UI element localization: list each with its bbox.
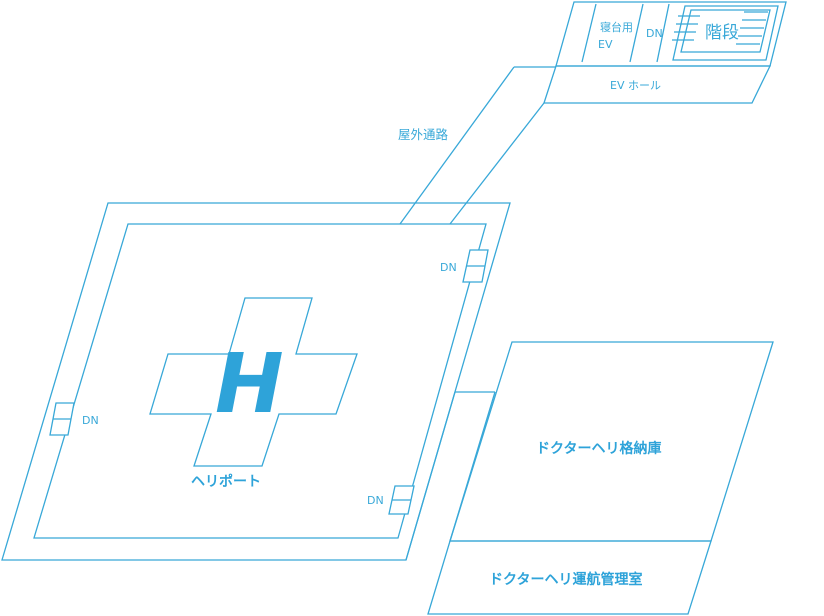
ops-room-label: ドクターヘリ運航管理室: [489, 571, 642, 588]
stair-steps: [672, 11, 768, 45]
ev-hall-area: [543, 65, 772, 104]
dn-left-label: DN: [82, 414, 99, 427]
heli-h-mark: H: [215, 337, 284, 432]
dn-right-label: DN: [440, 261, 457, 274]
stairs-label: 階段: [705, 23, 739, 43]
ev-stair-block: [543, 1, 787, 104]
dn-top-label: DN: [646, 27, 663, 40]
helipad-cross: [149, 297, 358, 467]
stairs-box: [672, 5, 779, 61]
outdoor-passage-label: 屋外通路: [398, 127, 449, 142]
ev-hall-label: EV ホール: [610, 79, 661, 92]
dn-bottom-label: DN: [367, 494, 384, 507]
outdoor-passage: [399, 66, 556, 225]
hangar-label: ドクターヘリ格納庫: [536, 440, 661, 457]
hangar-building: [405, 341, 774, 615]
heliport-label: ヘリポート: [191, 473, 261, 490]
bed-ev-label-1: 寝台用: [600, 20, 633, 34]
bed-ev-label-2: EV: [598, 38, 613, 51]
